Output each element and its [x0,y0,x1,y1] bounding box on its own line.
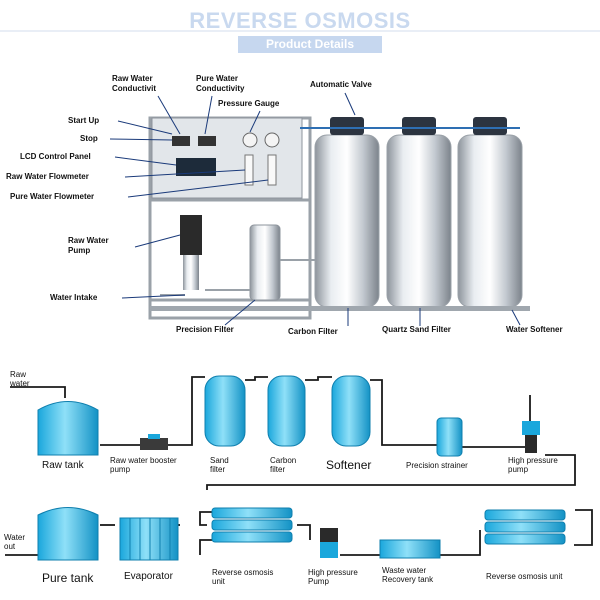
label-ro-unit-right: Reverse osmosis unit [486,572,563,581]
flowmeter-2 [267,154,277,186]
pure-conductivity-meter [198,136,216,146]
label-waste-water-tank: Waste water Recovery tank [382,566,434,584]
label-leaders [109,92,521,326]
booster-pump [140,434,168,450]
raw-tank [37,401,99,456]
ro-unit-left [211,507,293,543]
control-panel [151,117,303,199]
ro-unit-right [484,509,566,545]
subtitle-banner: Product Details [238,36,382,53]
label-water-out: Water out [4,533,26,551]
label-start-up: Start Up [68,116,100,125]
label-pure-tank: Pure tank [42,571,94,585]
label-carbon-filter-diagram: Carbon filter [270,456,297,474]
label-raw-water-conductivity: Raw Water Conductivit [112,74,156,93]
label-booster-pump: Raw water booster pump [110,456,177,474]
label-raw-water-pump: Raw Water Pump [68,236,109,255]
pure-tank [37,507,99,561]
page-title: REVERSE OSMOSIS [189,8,411,33]
label-raw-water-inlet: Raw water [10,370,30,388]
evaporator-unit [119,517,179,561]
lcd-screen [176,158,216,176]
label-quartz-sand-filter: Quartz Sand Filter [382,325,451,334]
label-softener: Softener [326,458,372,472]
label-raw-tank: Raw tank [42,460,84,471]
label-stop: Stop [80,134,98,143]
pump-body [183,255,199,290]
media-tanks [314,134,523,308]
automatic-valves [330,117,507,135]
precision-filter-housing [249,224,281,301]
label-automatic-valve: Automatic Valve [310,80,372,89]
precision-strainer [436,417,463,457]
label-sand-filter: Sand filter [210,456,229,474]
label-precision-strainer: Precision strainer [406,461,468,470]
label-lcd-control-panel: LCD Control Panel [20,152,91,161]
flowmeter-1 [244,154,254,186]
pressure-gauge-2 [264,132,280,148]
skid-base [150,306,530,311]
label-water-intake: Water Intake [50,293,98,302]
high-pressure-pump-bottom [320,528,338,558]
label-pure-water-flowmeter: Pure Water Flowmeter [10,192,95,201]
label-raw-water-flowmeter: Raw Water Flowmeter [6,172,89,181]
process-pipes [5,376,593,556]
label-evaporator: Evaporator [124,571,173,582]
label-carbon-filter: Carbon Filter [288,327,338,336]
pressure-gauge-1 [242,132,258,148]
label-high-pressure-pump-top: High pressure pump [508,456,558,474]
high-pressure-pump-top [522,421,540,453]
label-ro-unit-left: Reverse osmosis unit [212,568,274,586]
waste-tank [379,539,441,559]
pump-motor [180,215,202,255]
label-high-pressure-pump-bottom: High pressure Pump [308,568,358,586]
label-pressure-gauge: Pressure Gauge [218,99,280,108]
label-precision-filter: Precision Filter [176,325,234,334]
header-divider [0,30,600,32]
label-water-softener: Water Softener [506,325,563,334]
filter-vessels [204,375,371,447]
label-pure-water-conductivity: Pure Water Conductivity [196,74,245,93]
raw-conductivity-meter [172,136,190,146]
